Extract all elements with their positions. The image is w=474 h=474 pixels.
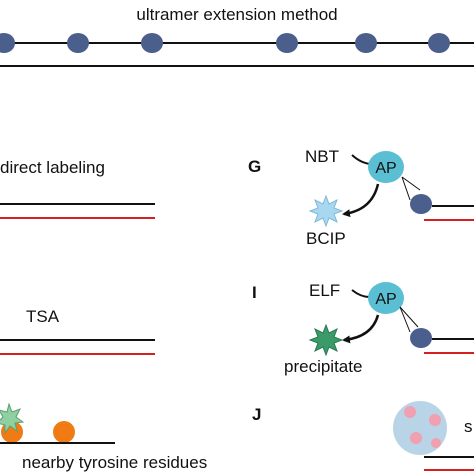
precipitate-label: precipitate: [284, 357, 362, 376]
ap-enzyme: [368, 282, 404, 314]
tsa-star-icon: [0, 402, 25, 435]
reaction-arrow: [342, 314, 380, 344]
direct-labeling-label: direct labeling: [0, 158, 105, 177]
bead: [0, 33, 15, 53]
bead: [141, 33, 163, 53]
vesicle-dot: [410, 432, 422, 444]
orange-tyramide: [53, 421, 75, 443]
reaction-arrow: [342, 183, 380, 218]
ap-label-i: AP: [375, 291, 396, 308]
panel-j-cut-label: s: [464, 417, 473, 436]
elf-label: ELF: [309, 281, 340, 300]
bead: [428, 33, 450, 53]
bead: [410, 328, 432, 348]
vesicle-dot: [404, 406, 416, 418]
antibody-arm: [399, 306, 419, 328]
nbt-label: NBT: [305, 147, 339, 166]
antibody-arm: [399, 306, 411, 333]
vesicle-dot: [429, 414, 441, 426]
antibody-arm: [401, 176, 411, 201]
bead: [355, 33, 377, 53]
panel-g-letter: G: [248, 157, 261, 176]
bead: [410, 194, 432, 214]
bcip-star-icon: [308, 194, 344, 228]
bcip-label: BCIP: [306, 229, 346, 248]
tyrosine-label: nearby tyrosine residues: [22, 453, 207, 472]
tsa-label: TSA: [26, 307, 60, 326]
ultramer-title: ultramer extension method: [136, 5, 337, 24]
bead: [67, 33, 89, 53]
panel-j-letter: J: [252, 405, 261, 424]
bead: [276, 33, 298, 53]
precipitate-star-icon: [308, 323, 344, 357]
vesicle-dot: [431, 438, 441, 448]
antibody-arm: [401, 176, 421, 191]
ap-label-g: AP: [375, 160, 396, 177]
ap-enzyme: [368, 151, 404, 183]
panel-i-letter: I: [252, 283, 257, 302]
